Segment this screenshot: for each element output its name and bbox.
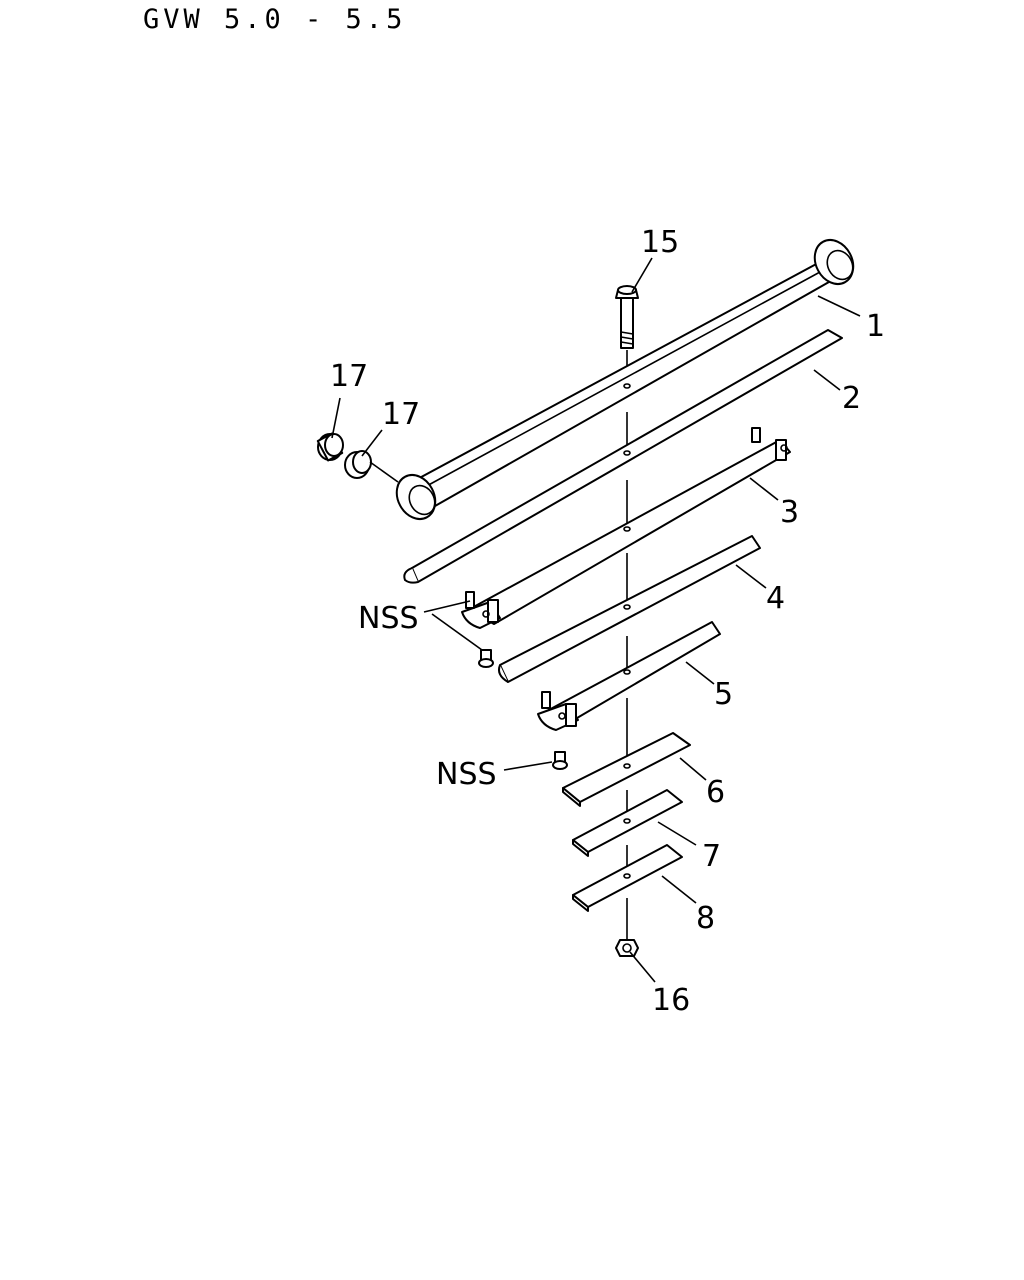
callout-15: 15 xyxy=(641,225,679,260)
leader-lines xyxy=(331,257,861,983)
spacer-plate-part-8 xyxy=(572,844,683,912)
callout-8: 8 xyxy=(696,901,715,936)
fourth-leaf-part-4 xyxy=(498,535,761,683)
callout-17-left: 17 xyxy=(330,359,368,394)
main-leaf-part-1 xyxy=(395,239,855,520)
bushing-axis-line xyxy=(369,461,399,483)
bushing-part-17-right xyxy=(344,450,372,479)
callout-1: 1 xyxy=(866,309,885,344)
spacer-plate-part-6 xyxy=(562,732,691,807)
callout-nss-upper: NSS xyxy=(358,601,419,636)
second-leaf-part-2 xyxy=(403,329,843,584)
callout-7: 7 xyxy=(702,839,721,874)
callout-4: 4 xyxy=(766,581,785,616)
callout-16: 16 xyxy=(652,983,690,1018)
diagram-title: GVW 5.0 - 5.5 xyxy=(143,4,407,35)
fifth-leaf-part-5 xyxy=(537,621,721,731)
callout-17-right: 17 xyxy=(382,397,420,432)
third-leaf-part-3 xyxy=(461,427,791,629)
bushing-part-17-left xyxy=(316,432,344,462)
callout-nss-lower: NSS xyxy=(436,757,497,792)
center-bolt-part-15 xyxy=(615,285,639,349)
callout-5: 5 xyxy=(714,677,733,712)
spacer-plate-part-7 xyxy=(572,789,683,857)
nss-rivet-upper xyxy=(478,649,494,668)
callout-6: 6 xyxy=(706,775,725,810)
nut-part-16 xyxy=(615,939,639,957)
callout-2: 2 xyxy=(842,381,861,416)
callout-3: 3 xyxy=(780,495,799,530)
nss-rivet-lower xyxy=(552,751,568,770)
